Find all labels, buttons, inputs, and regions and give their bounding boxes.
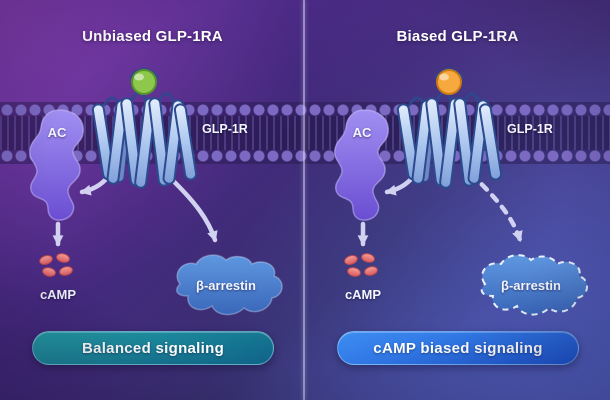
- panel-title: Unbiased GLP-1RA: [82, 28, 223, 45]
- ac-label: AC: [352, 125, 372, 140]
- receptor-label: GLP-1R: [507, 122, 553, 136]
- ac-label: AC: [47, 125, 67, 140]
- beta-arrestin-blob-dashed: [480, 254, 588, 316]
- adenylyl-cyclase-blob: [28, 109, 84, 221]
- beta-arrestin-label: β-arrestin: [501, 278, 561, 293]
- camp-molecules: [39, 253, 73, 277]
- camp-label: cAMP: [39, 287, 77, 302]
- receptor-label: GLP-1R: [202, 122, 248, 136]
- signaling-banner: cAMP biased signaling: [337, 331, 579, 365]
- glp1r-receptor: [91, 67, 198, 189]
- ligand-highlight: [134, 73, 144, 81]
- panel-divider: [303, 0, 305, 400]
- panel-title: Biased GLP-1RA: [396, 28, 519, 45]
- adenylyl-cyclase-blob: [333, 109, 389, 221]
- camp-label: cAMP: [344, 287, 382, 302]
- glp1r-receptor: [396, 67, 503, 189]
- ligand-highlight: [439, 73, 449, 81]
- camp-molecules: [344, 253, 378, 277]
- signaling-banner: Balanced signaling: [32, 331, 274, 365]
- beta-arrestin-blob: [175, 254, 283, 316]
- signaling-banner-label: cAMP biased signaling: [373, 339, 543, 357]
- beta-arrestin-label: β-arrestin: [196, 278, 256, 293]
- signaling-banner-label: Balanced signaling: [81, 339, 225, 357]
- panel-unbiased: Unbiased GLP-1RA AC: [28, 28, 283, 365]
- panel-biased: Biased GLP-1RA AC: [305, 0, 610, 400]
